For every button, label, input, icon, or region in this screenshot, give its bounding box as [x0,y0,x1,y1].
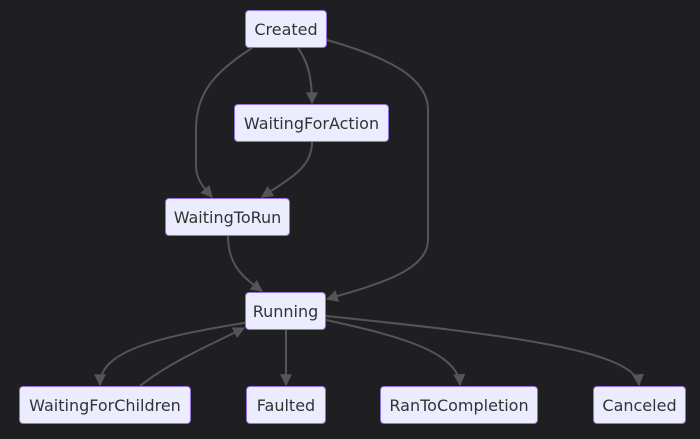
state-label-canceled: Canceled [602,395,677,415]
state-node-canceled[interactable]: Canceled [593,386,686,424]
state-label-faulted: Faulted [256,395,316,415]
edge-running-to-rantocompletion [325,319,466,387]
edge-created-to-waitingforaction [297,47,318,105]
edge-waitingforaction-to-waitingtorun [261,141,313,198]
edge-created-to-running [325,39,429,302]
state-label-waitingforaction: WaitingForAction [243,113,380,133]
state-label-rantocompletion: RanToCompletion [389,395,529,415]
edge-waitingtorun-to-running [227,235,263,292]
state-label-created: Created [254,19,318,39]
state-node-created[interactable]: Created [245,10,327,48]
state-node-faulted[interactable]: Faulted [246,386,326,424]
state-node-rantocompletion[interactable]: RanToCompletion [380,386,538,424]
edge-running-to-waitingforchildren [94,321,251,387]
state-node-running[interactable]: Running [245,292,326,330]
state-node-waitingforaction[interactable]: WaitingForAction [234,104,389,142]
edge-waitingforchildren-to-running [139,327,246,387]
edge-created-to-waitingtorun [195,47,253,198]
state-label-waitingforchildren: WaitingForChildren [29,395,181,415]
state-label-waitingtorun: WaitingToRun [173,207,282,227]
state-node-waitingforchildren[interactable]: WaitingForChildren [19,386,191,424]
state-label-running: Running [252,301,319,321]
edge-running-to-canceled [325,315,645,387]
state-node-waitingtorun[interactable]: WaitingToRun [165,198,290,236]
